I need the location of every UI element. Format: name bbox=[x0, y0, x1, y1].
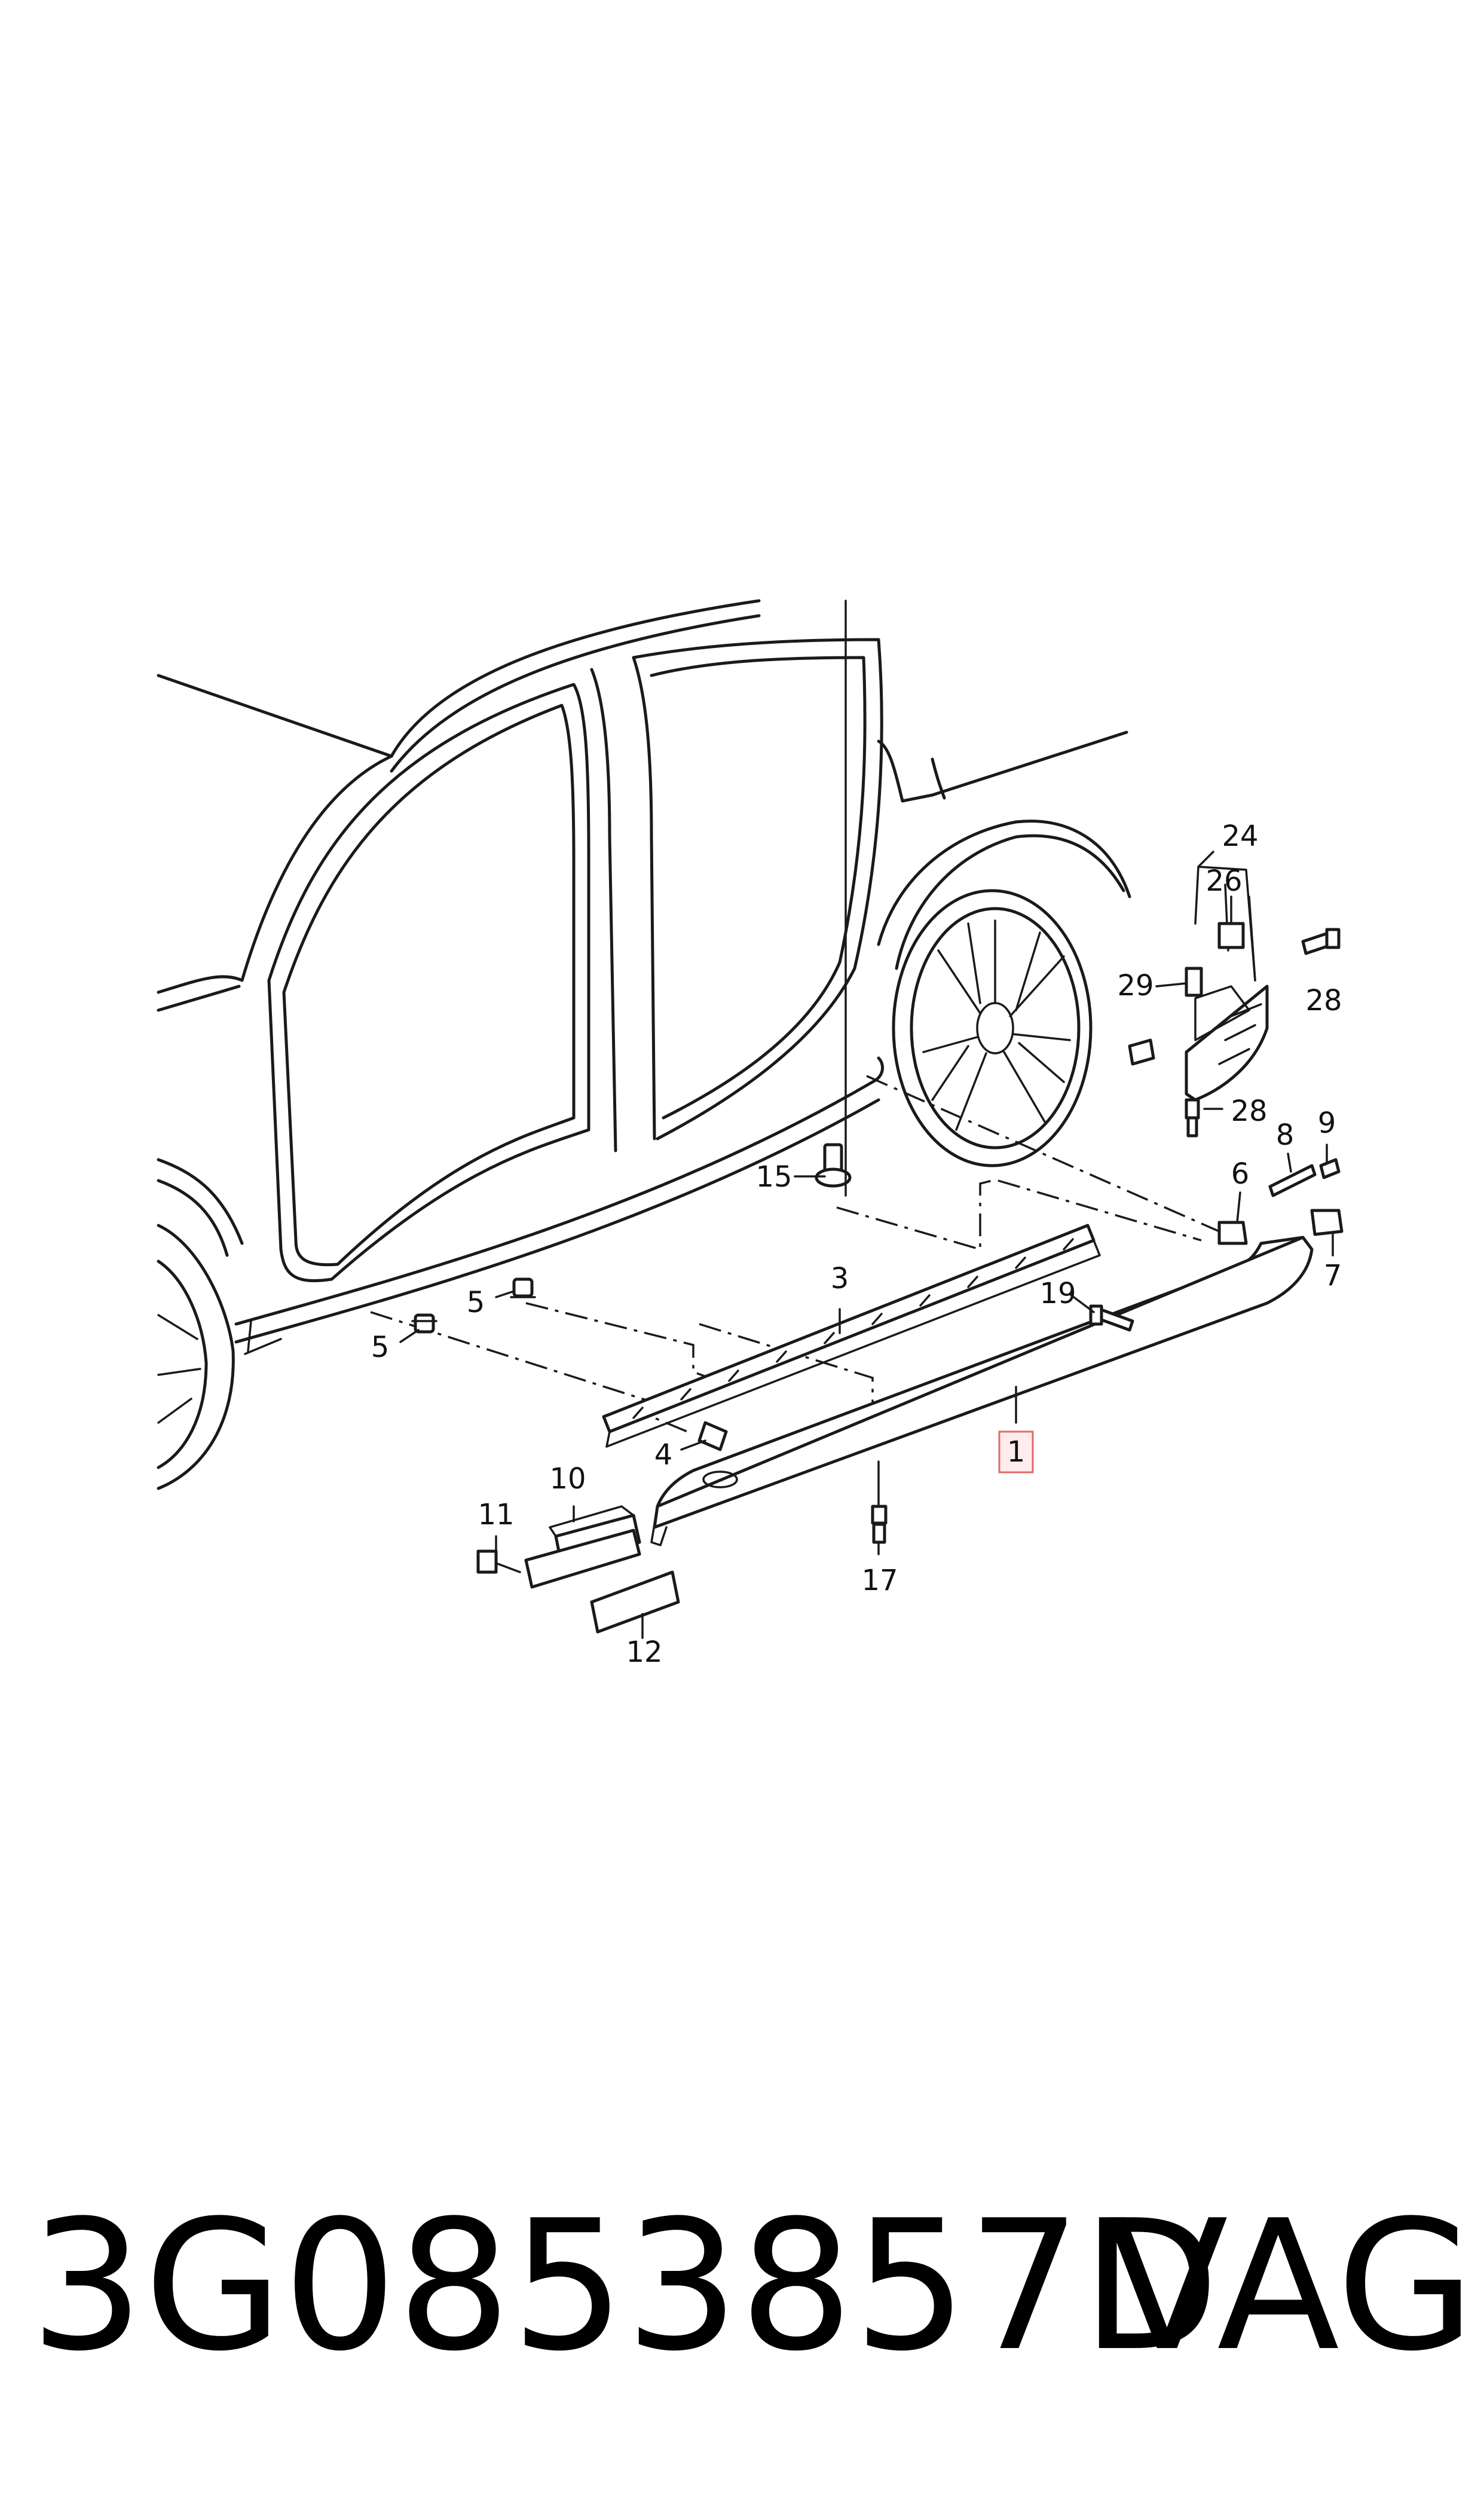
part-number-label: 3G0853857D bbox=[30, 2182, 1220, 2390]
screw-28a bbox=[1301, 928, 1341, 955]
callout-5a: 5 bbox=[371, 1331, 390, 1364]
brand-label: VAG bbox=[1106, 2182, 1476, 2390]
clip-5a bbox=[411, 1313, 437, 1334]
screw-17 bbox=[871, 1505, 888, 1544]
callout-17: 17 bbox=[861, 1564, 898, 1597]
stud-15 bbox=[815, 1143, 852, 1188]
clip-6 bbox=[1217, 1221, 1248, 1245]
mounting-strip-part bbox=[602, 1224, 1101, 1448]
clip-9 bbox=[1319, 1158, 1341, 1179]
car-body-outline bbox=[157, 599, 1131, 1490]
callout-12: 12 bbox=[626, 1635, 662, 1669]
callout-7: 7 bbox=[1324, 1259, 1342, 1292]
callout-6: 6 bbox=[1231, 1157, 1250, 1191]
callout-28b: 28 bbox=[1231, 1095, 1267, 1128]
callout-29: 29 bbox=[1117, 969, 1153, 1002]
callout-28a: 28 bbox=[1305, 984, 1342, 1017]
callout-15: 15 bbox=[755, 1160, 792, 1194]
assembly-leader-lines bbox=[370, 1075, 1220, 1433]
callout-11: 11 bbox=[478, 1498, 514, 1531]
front-trim-parts bbox=[476, 1505, 680, 1634]
clip-29 bbox=[1185, 967, 1203, 997]
callout-26: 26 bbox=[1205, 864, 1242, 898]
callout-3: 3 bbox=[831, 1262, 849, 1295]
clip-7 bbox=[1310, 1209, 1344, 1236]
clip-4 bbox=[697, 1421, 728, 1451]
callout-4: 4 bbox=[654, 1438, 673, 1472]
callout-leaders bbox=[399, 600, 1334, 1639]
side-sill-panel-part bbox=[650, 1236, 1314, 1546]
callout-24: 24 bbox=[1222, 820, 1258, 853]
fasteners bbox=[411, 922, 1344, 1544]
screw-28b bbox=[1185, 1098, 1200, 1138]
callout-19: 19 bbox=[1039, 1277, 1076, 1310]
part-1-highlight-box bbox=[998, 1430, 1034, 1473]
nut-26 bbox=[1217, 922, 1245, 949]
callout-8: 8 bbox=[1276, 1118, 1295, 1152]
callout-9: 9 bbox=[1318, 1106, 1336, 1140]
clip-29b bbox=[1128, 1038, 1155, 1066]
callout-10: 10 bbox=[549, 1462, 586, 1496]
callout-1: 1 bbox=[1007, 1435, 1026, 1469]
callout-5b: 5 bbox=[467, 1286, 485, 1319]
clip-5b bbox=[510, 1277, 536, 1298]
callout-labels: 1 3 4 5 5 6 7 8 9 10 11 12 15 17 19 24 2… bbox=[371, 820, 1342, 1669]
strip-8 bbox=[1268, 1164, 1317, 1197]
